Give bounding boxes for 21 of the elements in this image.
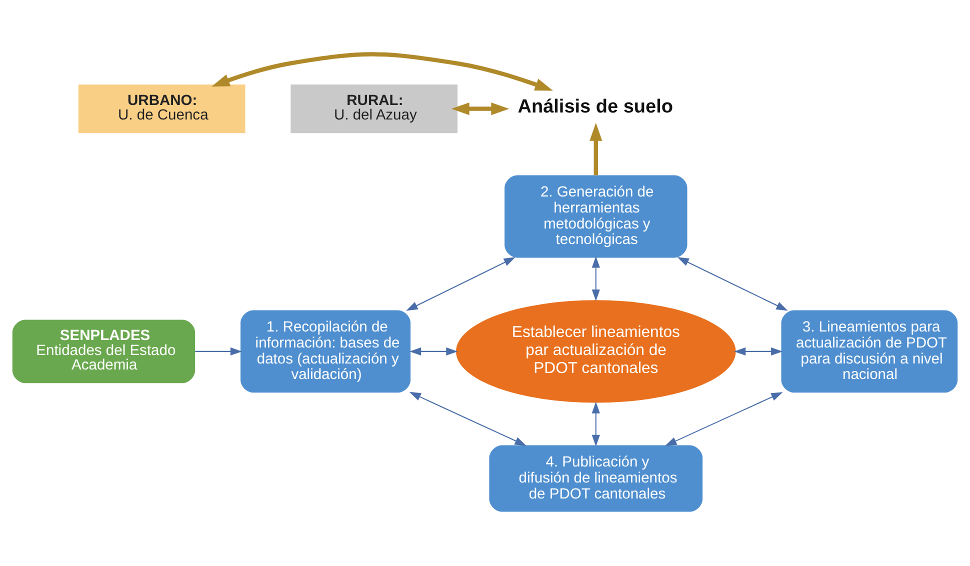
- arrow: [195, 347, 242, 356]
- arrow: [590, 122, 602, 176]
- node-box: 4. Publicación y difusión de lineamientos de PDOT cantonales: [489, 445, 703, 512]
- arrow: [592, 402, 600, 447]
- arrow: [665, 392, 783, 446]
- node-box: 1. Recopilación de información: bases de datos (actualización y validación): [240, 310, 411, 393]
- node-box: 3. Lineamientos para actualización de PDOT para discusión a nivel nacional: [781, 310, 958, 393]
- arrow: [451, 102, 510, 116]
- node-ellipse: Establecer lineamientos par actualización de PDOT cantonales: [456, 300, 736, 403]
- node-box: RURAL: U. del Azuay: [290, 84, 458, 134]
- arrow: [409, 392, 526, 446]
- node-box: URBANO: U. de Cuenca: [78, 84, 246, 134]
- node-box: SENPLADES Entidades del Estado Academia: [12, 320, 196, 384]
- node-text: Análisis de suelo: [518, 96, 673, 118]
- arrow: [406, 257, 516, 311]
- arrow: [592, 256, 600, 302]
- arrow: [212, 52, 554, 91]
- arrow: [409, 347, 458, 356]
- arrow: [734, 347, 783, 356]
- node-box: 2. Generación de herramientas metodológicas y tecnológicas: [504, 175, 688, 258]
- arrow: [677, 257, 788, 311]
